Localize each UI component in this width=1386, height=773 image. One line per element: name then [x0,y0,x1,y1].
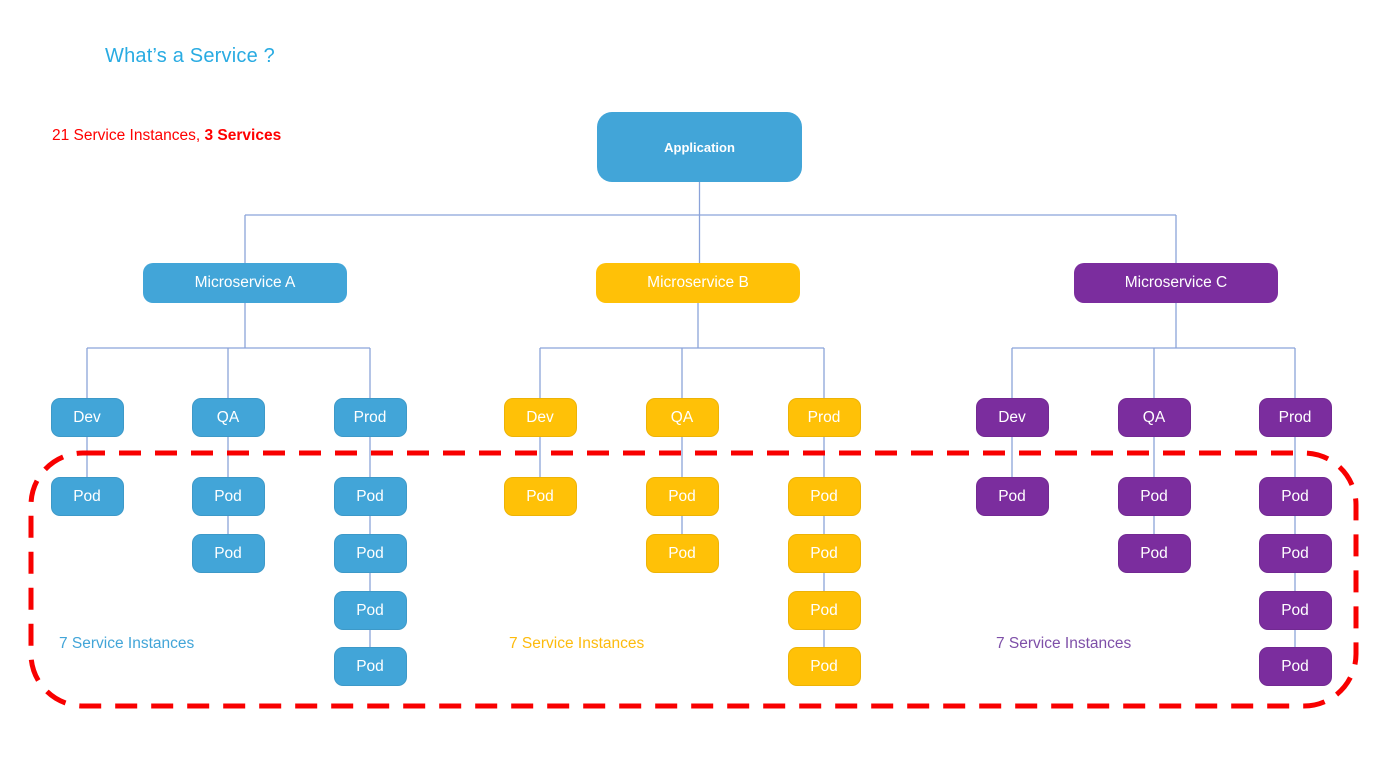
microservice-node-b: Microservice B [596,263,800,303]
pod-node-b-prod-3: Pod [787,591,861,630]
pod-node-b-prod-4: Pod [787,647,861,686]
page-title: What’s a Service ? [105,45,275,67]
summary-services-count: 3 Services [204,127,282,144]
pod-node-a-qa-2: Pod [191,534,265,573]
env-node-b-qa: QA [645,398,719,437]
instances-label-c: 7 Service Instances [996,635,1132,652]
env-node-a-dev: Dev [50,398,124,437]
env-node-b-dev: Dev [503,398,577,437]
service-instances-boundary [28,450,1359,709]
pod-node-c-prod-2: Pod [1258,534,1332,573]
instances-label-b: 7 Service Instances [509,635,645,652]
env-node-c-qa: QA [1117,398,1191,437]
pod-node-a-dev-1: Pod [50,477,124,516]
pod-node-b-prod-2: Pod [787,534,861,573]
pod-node-c-qa-1: Pod [1117,477,1191,516]
instances-label-a: 7 Service Instances [59,635,195,652]
pod-node-a-qa-1: Pod [191,477,265,516]
pod-node-a-prod-2: Pod [333,534,407,573]
pod-node-b-qa-1: Pod [645,477,719,516]
pod-node-c-prod-1: Pod [1258,477,1332,516]
pod-node-c-qa-2: Pod [1117,534,1191,573]
pod-node-c-prod-4: Pod [1258,647,1332,686]
pod-node-b-dev-1: Pod [503,477,577,516]
microservice-node-c: Microservice C [1074,263,1278,303]
env-node-b-prod: Prod [787,398,861,437]
env-node-a-qa: QA [191,398,265,437]
pod-node-b-prod-1: Pod [787,477,861,516]
application-node: Application [597,112,802,182]
env-node-c-prod: Prod [1258,398,1332,437]
microservice-node-a: Microservice A [143,263,347,303]
env-node-c-dev: Dev [975,398,1049,437]
pod-node-a-prod-1: Pod [333,477,407,516]
pod-node-a-prod-4: Pod [333,647,407,686]
summary-instances-count: 21 Service Instances, [52,127,205,144]
pod-node-c-prod-3: Pod [1258,591,1332,630]
summary-text: 21 Service Instances, 3 Services [52,127,281,145]
pod-node-c-dev-1: Pod [975,477,1049,516]
env-node-a-prod: Prod [333,398,407,437]
pod-node-a-prod-3: Pod [333,591,407,630]
pod-node-b-qa-2: Pod [645,534,719,573]
